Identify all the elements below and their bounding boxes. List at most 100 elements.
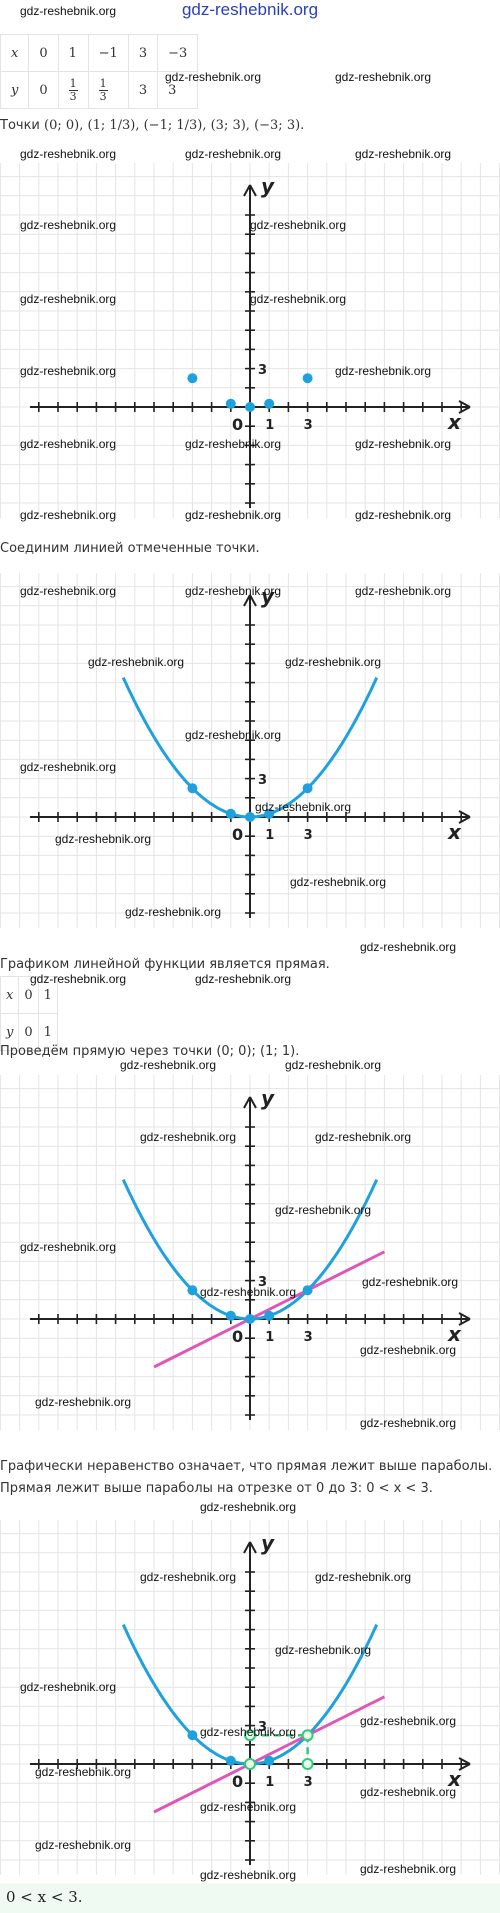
connect-text: Соединим линией отмеченные точки. <box>0 541 260 556</box>
y-tick-label-3: 3 <box>258 363 267 378</box>
watermark: gdz-reshebnik.org <box>355 147 452 161</box>
watermark: gdz-reshebnik.org <box>125 905 222 919</box>
linear-text: Графиком линейной функции является пряма… <box>0 957 330 972</box>
watermark: gdz-reshebnik.org <box>200 1868 297 1882</box>
segment-text: Прямая лежит выше параболы на отрезке от… <box>0 1481 433 1496</box>
origin-label: 0 <box>232 1327 243 1346</box>
watermark: gdz-reshebnik.org <box>140 1570 237 1584</box>
y-axis-label: y <box>261 584 275 608</box>
data-point <box>302 783 313 794</box>
watermark: gdz-reshebnik.org <box>285 1058 382 1072</box>
watermark: gdz-reshebnik.org <box>140 1130 237 1144</box>
table-row: x 0 1 <box>0 976 58 1014</box>
data-point <box>264 1310 275 1321</box>
table-cell: 3 <box>157 71 199 109</box>
watermark: gdz-reshebnik.org <box>362 1275 459 1289</box>
line-y-equals-x <box>153 1250 386 1369</box>
site-title[interactable]: gdz-reshebnik.org <box>181 0 319 19</box>
watermark: gdz-reshebnik.org <box>355 508 452 522</box>
watermark: gdz-reshebnik.org <box>165 70 262 84</box>
watermark: gdz-reshebnik.org <box>20 218 117 232</box>
points-label: Точки <box>0 118 40 133</box>
watermark: gdz-reshebnik.org <box>20 1680 117 1694</box>
x-tick-label-3: 3 <box>304 418 313 433</box>
x-tick-label-3: 3 <box>304 1775 313 1790</box>
value-table-line: x 0 1 y 0 1 <box>0 976 58 1051</box>
watermark: gdz-reshebnik.org <box>55 832 152 846</box>
highlight-point <box>301 1729 314 1742</box>
table-cell: 0 <box>28 34 59 72</box>
x-tick-label-3: 3 <box>304 828 313 843</box>
line-y-equals-x <box>153 1695 386 1814</box>
table-row: y 0 1 <box>0 1013 58 1051</box>
watermark: gdz-reshebnik.org <box>185 147 282 161</box>
fraction-denominator: 3 <box>69 89 77 103</box>
watermark: gdz-reshebnik.org <box>290 875 387 889</box>
watermark: gdz-reshebnik.org <box>20 364 117 378</box>
y-axis-arrow <box>243 1541 257 1554</box>
watermark: gdz-reshebnik.org <box>20 508 117 522</box>
watermark: gdz-reshebnik.org <box>360 1416 457 1430</box>
origin-label: 0 <box>232 415 243 434</box>
watermark: gdz-reshebnik.org <box>335 364 432 378</box>
data-point <box>225 398 236 409</box>
watermark: gdz-reshebnik.org <box>335 70 432 84</box>
x-axis-label: x <box>447 1767 462 1791</box>
graphically-text: Графически неравенство означает, что пря… <box>0 1459 493 1474</box>
watermark: gdz-reshebnik.org <box>360 940 457 954</box>
watermark: gdz-reshebnik.org <box>195 972 292 986</box>
table-cell: −3 <box>157 34 199 72</box>
watermark: gdz-reshebnik.org <box>30 972 127 986</box>
watermark: gdz-reshebnik.org <box>20 292 117 306</box>
watermark: gdz-reshebnik.org <box>20 1240 117 1254</box>
x-tick-label-1: 1 <box>265 1775 274 1790</box>
watermark: gdz-reshebnik.org <box>360 1714 457 1728</box>
table-cell: 1 <box>37 1013 58 1051</box>
data-point <box>245 402 255 412</box>
watermark: gdz-reshebnik.org <box>255 800 352 814</box>
watermark: gdz-reshebnik.org <box>185 437 282 451</box>
watermark: gdz-reshebnik.org <box>275 1643 372 1657</box>
watermark: gdz-reshebnik.org <box>185 508 282 522</box>
y-axis-label: y <box>261 1086 275 1110</box>
watermark: gdz-reshebnik.org <box>200 1285 297 1299</box>
watermark: gdz-reshebnik.org <box>200 1725 297 1739</box>
answer-box: 0 < x < 3. <box>0 1883 500 1913</box>
table-header-x: x <box>0 34 30 72</box>
y-axis-arrow <box>243 594 257 607</box>
watermark: gdz-reshebnik.org <box>35 1765 132 1779</box>
data-point <box>302 373 313 384</box>
table-row: x 0 1 −1 3 −3 <box>0 34 199 72</box>
y-tick-label-3: 3 <box>258 1720 267 1735</box>
y-axis-label: y <box>261 1531 275 1555</box>
watermark: gdz-reshebnik.org <box>20 760 117 774</box>
table-cell: 3 <box>127 71 159 109</box>
origin-label: 0 <box>232 1772 243 1791</box>
watermark: gdz-reshebnik.org <box>185 584 282 598</box>
table-header-x: x <box>0 976 20 1014</box>
table-cell: 0 <box>28 71 59 109</box>
watermark: gdz-reshebnik.org <box>20 437 117 451</box>
data-point <box>245 812 255 822</box>
table-header-y: y <box>0 71 30 109</box>
watermark: gdz-reshebnik.org <box>20 4 117 18</box>
watermark: gdz-reshebnik.org <box>360 1785 457 1799</box>
watermark: gdz-reshebnik.org <box>250 218 347 232</box>
fraction-numerator: 1 <box>98 76 108 91</box>
x-axis-label: x <box>447 820 462 844</box>
table-cell: −1 <box>87 34 129 72</box>
data-point <box>187 373 198 384</box>
watermark: gdz-reshebnik.org <box>200 1500 297 1514</box>
origin-label: 0 <box>232 825 243 844</box>
data-point <box>187 1730 198 1741</box>
data-point <box>264 398 275 409</box>
watermark: gdz-reshebnik.org <box>355 584 452 598</box>
data-point <box>225 1310 236 1321</box>
y-tick-label-3: 3 <box>258 773 267 788</box>
